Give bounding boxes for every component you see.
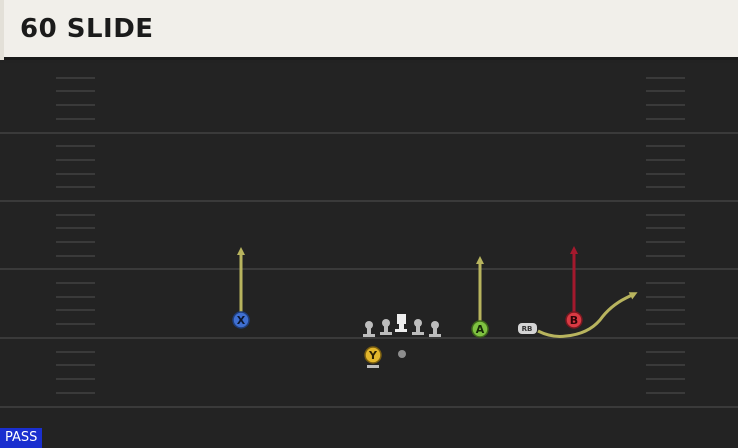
rb-route	[537, 292, 638, 338]
play-title: 60 SLIDE	[20, 14, 154, 44]
pass-badge: PASS	[0, 428, 43, 448]
right-hash-marks	[646, 77, 685, 394]
center-icon	[395, 314, 407, 332]
player-x: X	[232, 311, 250, 329]
player-y: Y	[364, 346, 382, 368]
player-rb: RB	[518, 323, 537, 334]
quarterback-dot	[398, 350, 406, 358]
lineman-icon	[429, 321, 441, 337]
lineman-icon	[380, 319, 392, 335]
player-rb-label: RB	[522, 325, 533, 333]
football-field	[0, 63, 738, 448]
player-a-label: A	[476, 323, 485, 336]
lineman-icon	[412, 319, 424, 335]
offensive-line	[363, 314, 441, 337]
player-y-label: Y	[368, 349, 378, 362]
left-hash-marks	[56, 77, 95, 394]
player-x-label: X	[237, 314, 246, 327]
lineman-icon	[363, 321, 375, 337]
player-b: B	[565, 311, 583, 329]
player-a: A	[471, 320, 489, 338]
yard-lines	[0, 132, 738, 408]
play-header: 60 SLIDE	[0, 0, 738, 60]
header-accent	[0, 0, 4, 60]
player-b-label: B	[570, 314, 578, 327]
